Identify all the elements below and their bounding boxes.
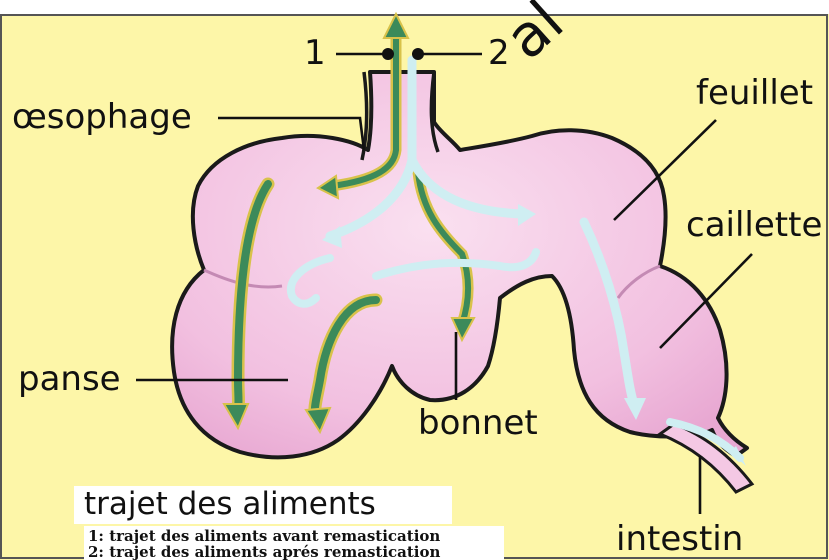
- panse-label: panse: [18, 359, 121, 399]
- oesophage-label: œsophage: [12, 97, 192, 137]
- intestin-label: intestin: [616, 519, 743, 559]
- caption-line-2: 2: trajet des aliments aprés remasticati…: [88, 543, 441, 560]
- marker-2-label: 2: [488, 33, 510, 73]
- bonnet-label: bonnet: [418, 403, 538, 443]
- caption-title: trajet des aliments: [84, 486, 376, 522]
- caillette-label: caillette: [686, 205, 822, 245]
- feuillet-label: feuillet: [696, 73, 813, 113]
- marker-1-label: 1: [304, 33, 326, 73]
